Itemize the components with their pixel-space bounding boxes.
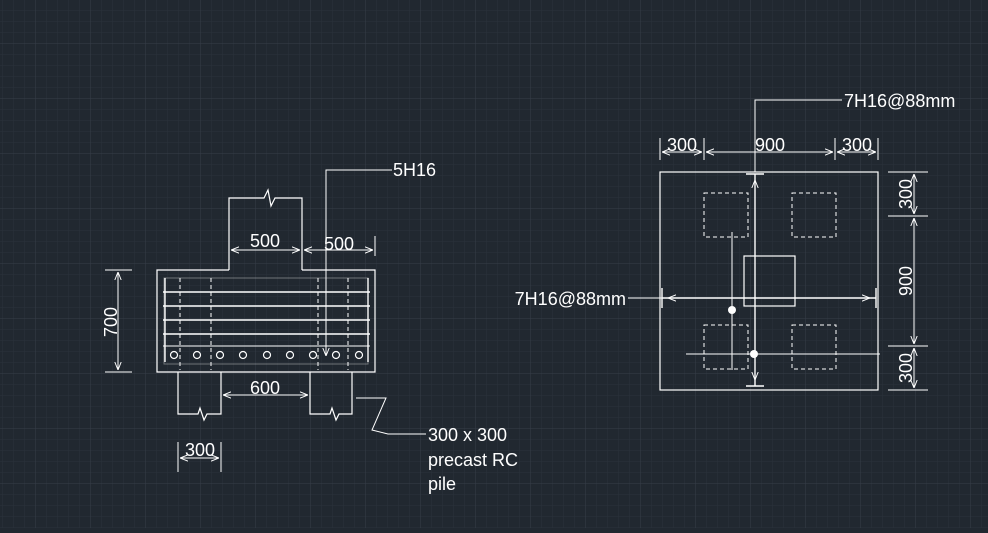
label-pile-line2: precast RC — [428, 450, 518, 470]
bottom-bar-circle — [331, 350, 341, 360]
right-pile — [309, 372, 353, 422]
dim-500-left: 500 — [250, 231, 280, 251]
label-pile-line1: 300 x 300 — [428, 425, 507, 445]
bottom-bars — [169, 350, 364, 360]
label-7h16-top: 7H16@88mm — [844, 91, 955, 111]
dim-600: 600 — [250, 378, 280, 398]
bottom-bar-circle — [169, 350, 179, 360]
label-7h16-left: 7H16@88mm — [515, 289, 626, 309]
dim-700: 700 — [101, 307, 121, 337]
bottom-bar-circle — [308, 350, 318, 360]
dim-right-900: 900 — [896, 266, 916, 296]
bottom-bar-circle — [192, 350, 202, 360]
bottom-bar-circle — [238, 350, 248, 360]
column — [743, 255, 796, 307]
bottom-bar-circle — [354, 350, 364, 360]
dim-top-300-left: 300 — [667, 135, 697, 155]
pile-cap-plan: 7H16@88mm 7H16@88mm 300 900 300 300 900 … — [515, 91, 955, 391]
dim-right-300-bottom: 300 — [896, 353, 916, 383]
pile-plan — [703, 324, 749, 370]
pile-cap-section: 700 500 500 600 300 5H16 300 x 300 preca… — [101, 160, 518, 494]
pile-plan — [791, 324, 837, 370]
pile-plan — [703, 192, 749, 238]
pile-plan — [791, 192, 837, 238]
dim-500-right: 500 — [324, 234, 354, 254]
dim-300: 300 — [185, 440, 215, 460]
dim-top-900: 900 — [755, 135, 785, 155]
label-pile-line3: pile — [428, 474, 456, 494]
pile-leader — [356, 397, 426, 435]
pedestal-outline — [228, 188, 303, 270]
label-5h16: 5H16 — [393, 160, 436, 180]
left-pile — [177, 372, 222, 422]
dim-top-300-right: 300 — [842, 135, 872, 155]
dim-right-300-top: 300 — [896, 179, 916, 209]
bottom-bar-circle — [215, 350, 225, 360]
bottom-bar-circle — [262, 350, 272, 360]
cap-outline — [156, 269, 376, 373]
plan-outline — [659, 171, 879, 391]
bottom-bar-circle — [285, 350, 295, 360]
